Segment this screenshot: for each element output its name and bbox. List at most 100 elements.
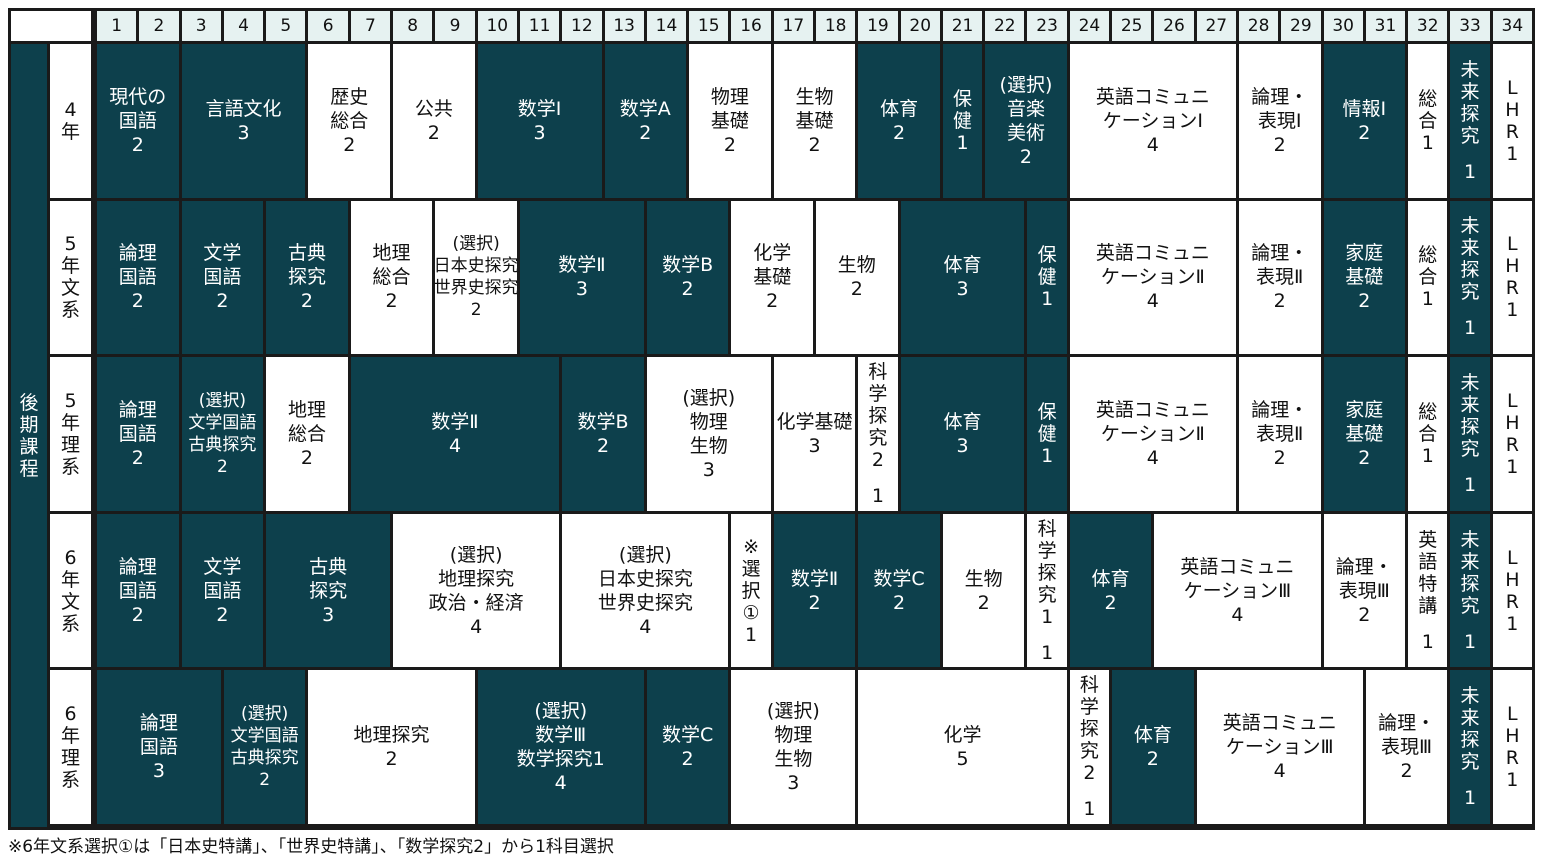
cell-text: 美術 xyxy=(1006,121,1045,144)
cell-text: 3 xyxy=(956,278,969,301)
period-number: 16 xyxy=(731,11,771,41)
cell-text: 探究 xyxy=(309,579,348,602)
cell-text: 地理探究 xyxy=(438,567,515,590)
cell-text: 究 xyxy=(1079,740,1099,763)
footnote: ※6年文系選択①は「日本史特講」、「世界史特講」、「数学探究2」から1科目選択 xyxy=(8,837,614,857)
cell-text: 合 xyxy=(1418,109,1438,132)
cell-text: (選択) xyxy=(618,543,672,566)
cell-text: 家庭 xyxy=(1345,242,1384,265)
period-number: 4 xyxy=(223,11,264,41)
cell-text: 4 xyxy=(470,615,483,638)
cell-text: 基礎 xyxy=(1345,266,1384,289)
cell-text: 2 xyxy=(1273,446,1286,469)
cell-text: 総合 xyxy=(287,422,326,445)
cell-text: 生物 xyxy=(837,254,876,277)
cell-text: 選 xyxy=(741,557,761,580)
period-number: 9 xyxy=(435,11,475,41)
cell-text: 2 xyxy=(216,456,228,477)
cell-text: 4 xyxy=(1146,290,1159,313)
cell-text: 数学探究1 xyxy=(516,748,605,771)
cell-text: 生物 xyxy=(795,85,834,108)
cell-text: 2 xyxy=(893,121,906,144)
cell-text: 体育 xyxy=(943,254,982,277)
cell-text: 5 xyxy=(64,233,77,256)
cell-text: 1 xyxy=(745,623,758,646)
cell-text: 1 xyxy=(1506,612,1519,635)
period-number: 18 xyxy=(816,11,856,41)
cell-text: 総 xyxy=(1418,87,1438,110)
cell-text: 古典 xyxy=(309,555,348,578)
side-label: 後期課程 xyxy=(11,44,47,827)
cell-text: 英 xyxy=(1418,528,1438,551)
cell-text: 化学基礎 xyxy=(776,410,853,433)
cell-text: R xyxy=(1505,277,1519,300)
cell-text: 探 xyxy=(1079,718,1099,741)
cell-text: 年 xyxy=(60,725,80,748)
cell-text: 年 xyxy=(60,568,80,591)
cell-text: 2 xyxy=(470,300,482,321)
cell-text: 政治・経済 xyxy=(428,591,524,614)
cell-text: 年 xyxy=(60,120,80,143)
cell-text: 3 xyxy=(787,772,800,795)
cell-text: 論理・ xyxy=(1251,398,1309,421)
cell-text: 年 xyxy=(60,255,80,278)
cell-text: 4 xyxy=(448,434,462,457)
period-number: 21 xyxy=(942,11,983,41)
cell-text: 文学国語 xyxy=(188,412,257,433)
period-number: 25 xyxy=(1112,11,1152,41)
cell-text: 探 xyxy=(1460,102,1480,125)
cell-text: 学 xyxy=(868,382,888,405)
cell-text: 2 xyxy=(639,121,652,144)
cell-text: 地理 xyxy=(287,398,326,421)
cell-text: 課 xyxy=(19,435,39,458)
cell-text: 2 xyxy=(681,748,694,771)
cell-text: 科 xyxy=(1079,674,1099,697)
cell-text: 2 xyxy=(1400,760,1413,783)
cell-text: R xyxy=(1505,747,1519,770)
cell-text: 英語コミュニ xyxy=(1180,555,1295,578)
cell-text: 究 xyxy=(1037,583,1057,606)
cell-text: 基礎 xyxy=(710,109,749,132)
period-number: 7 xyxy=(350,11,391,41)
cell-text: 世界史探究 xyxy=(597,591,693,614)
period-number: 11 xyxy=(519,11,560,41)
cell-text: ① xyxy=(742,601,760,624)
cell-text: 4 xyxy=(1273,760,1286,783)
cell-text: 2 xyxy=(893,591,906,614)
cell-text: 生物 xyxy=(964,567,1003,590)
period-number: 12 xyxy=(562,11,602,41)
cell-text: 地理 xyxy=(372,242,411,265)
cell-text: H xyxy=(1505,411,1520,434)
cell-text: R xyxy=(1505,433,1519,456)
cell-text: 1 xyxy=(1421,630,1434,653)
cell-text: 学 xyxy=(1037,539,1057,562)
cell-text: 古典探究 xyxy=(230,748,299,769)
cell-text: 2 xyxy=(131,446,144,469)
cell-text: 2 xyxy=(808,591,821,614)
cell-text: 来 xyxy=(1460,707,1480,730)
cell-text: 1 xyxy=(1506,455,1519,478)
cell-text: 4 xyxy=(64,98,77,121)
cell-text: 2 xyxy=(1083,762,1096,785)
cell-text: 日本史探究 xyxy=(597,567,693,590)
